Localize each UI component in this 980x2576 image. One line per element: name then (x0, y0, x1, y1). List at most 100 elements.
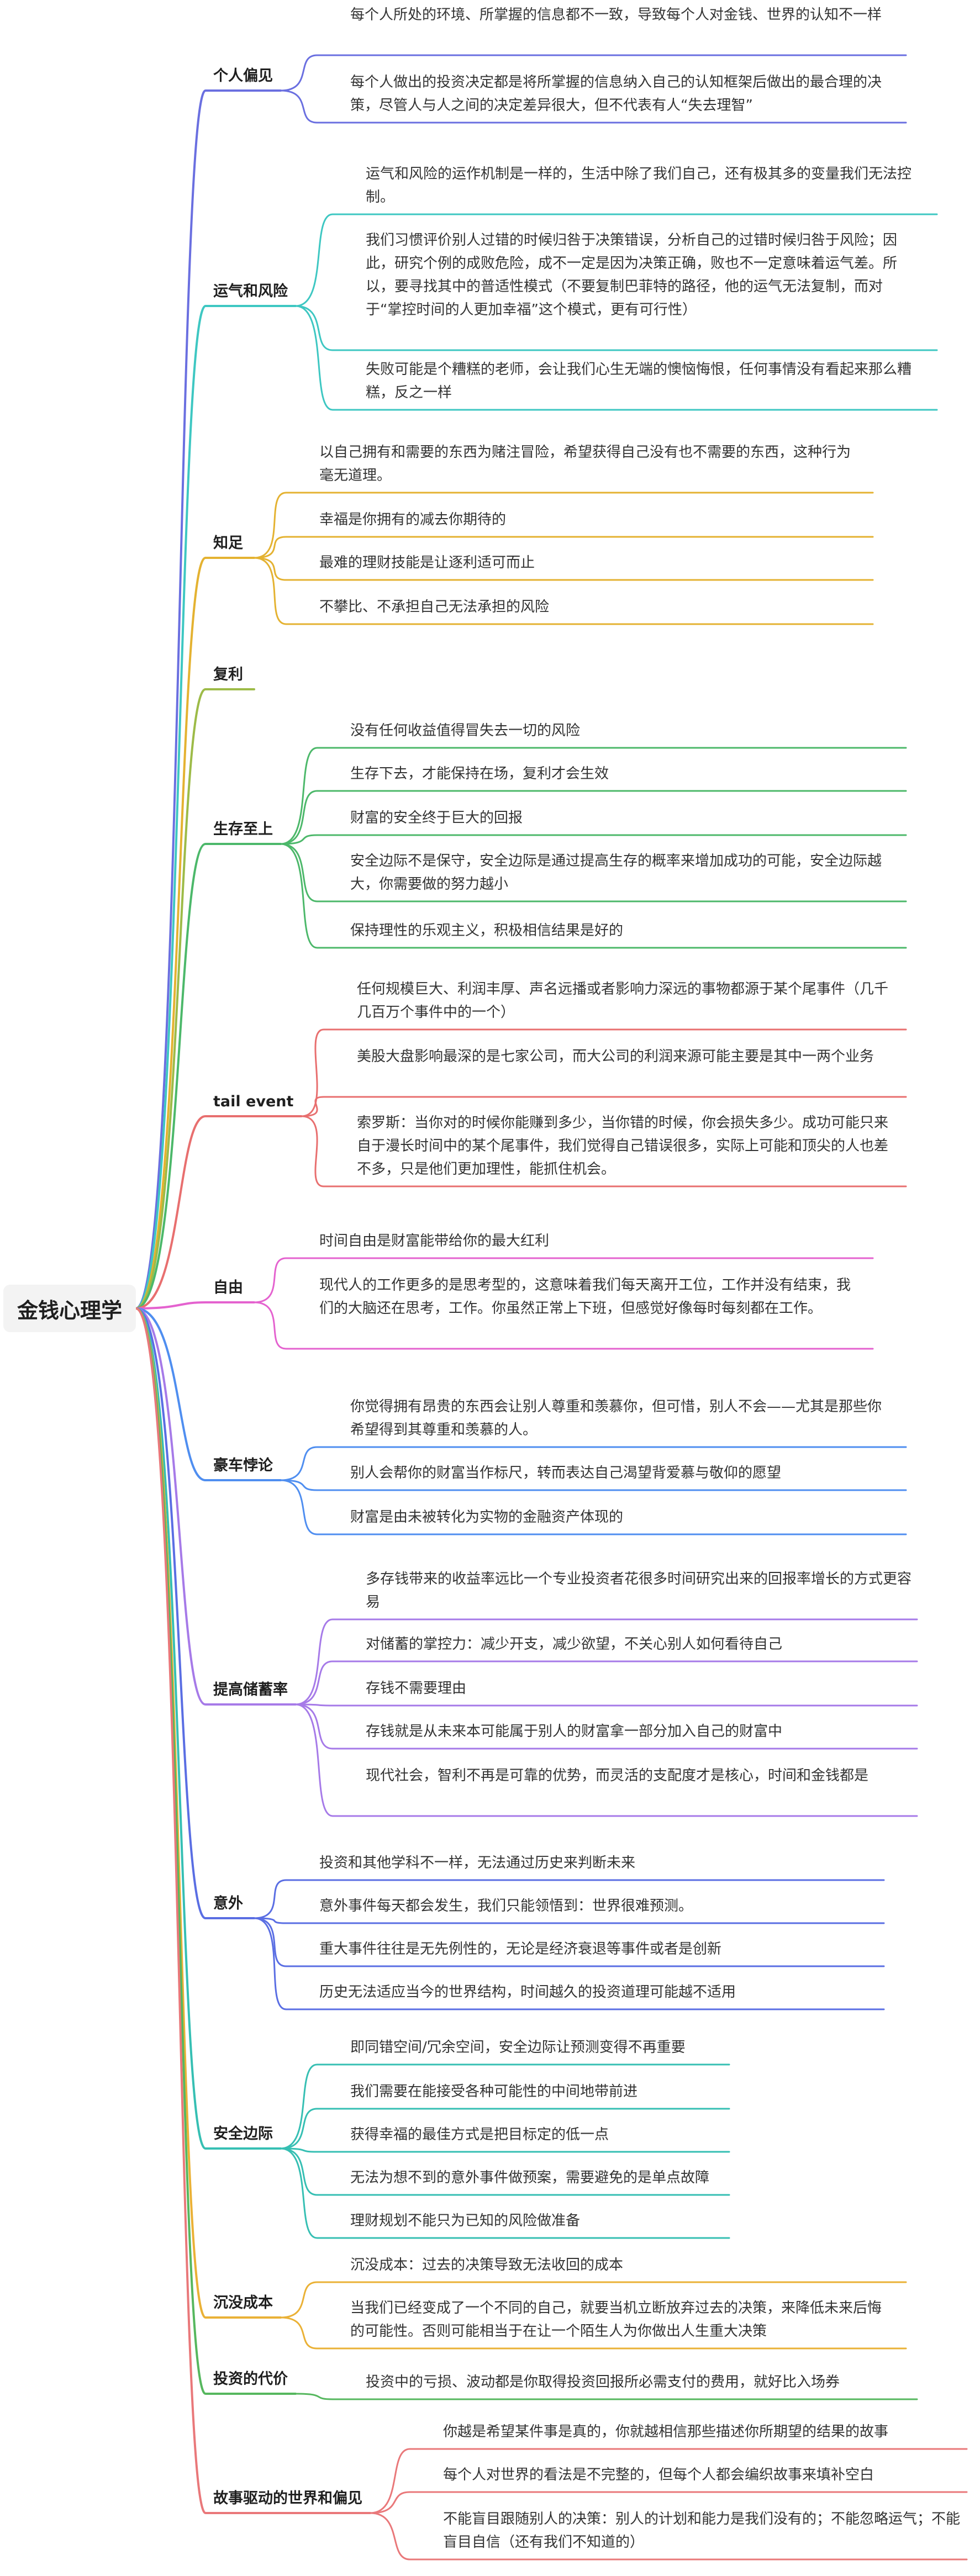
leaf-connector (280, 1446, 907, 1481)
leaf-note[interactable]: 索罗斯：当你对的时候你能赚到多少，当你错的时候，你会损失多少。成功可能只来自于漫… (357, 1115, 889, 1178)
branch-topic[interactable]: 投资的代价 (213, 2371, 288, 2388)
leaf-note[interactable]: 我们需要在能接受各种可能性的中间地带前进 (350, 2083, 638, 2100)
leaf-note[interactable]: 你越是希望某件事是真的，你就越相信那些描述你所期望的结果的故事 (443, 2424, 889, 2440)
leaf-connector (253, 536, 874, 559)
leaf-connector (253, 1917, 885, 2010)
leaf-connector (280, 790, 907, 845)
leaf-note[interactable]: 重大事件往往是无先例性的，无论是经济衰退等事件或者是创新 (319, 1941, 722, 1957)
leaf-note[interactable]: 当我们已经变成了一个不同的自己，就要当机立断放弃过去的决策，来降低未来后悔的可能… (350, 2300, 882, 2340)
leaf-connector (294, 305, 938, 351)
leaf-note[interactable]: 最难的理财技能是让逐利适可而止 (319, 555, 535, 571)
branch-connector (135, 688, 255, 1310)
leaf-connector (300, 1028, 907, 1117)
leaf-note[interactable]: 多存钱带来的收益率远比一个专业投资者花很多时间研究出来的回报率增长的方式更容易 (366, 1571, 912, 1611)
leaf-connector (280, 2063, 730, 2150)
branch-topic[interactable]: 提高储蓄率 (213, 1681, 288, 1698)
branch-topic[interactable]: 运气和风险 (213, 283, 288, 300)
leaf-connector (280, 2108, 730, 2150)
leaf-connector (294, 1703, 918, 1817)
branch-connector (135, 843, 282, 1310)
leaf-connector (280, 2147, 730, 2239)
leaf-note[interactable]: 沉没成本：过去的决策导致无法收回的成本 (350, 2257, 624, 2273)
leaf-connector (253, 557, 874, 625)
branch-connector (135, 1301, 255, 1310)
leaf-note[interactable]: 现代人的工作更多的是思考型的，这意味着我们每天离开工位，工作并没有结束，我们的大… (319, 1277, 851, 1317)
leaf-note[interactable]: 获得幸福的最佳方式是把目标定的低一点 (350, 2126, 609, 2143)
leaf-note[interactable]: 不能盲目跟随别人的决策：别人的计划和能力是我们没有的；不能忽略运气；不能盲目自信… (443, 2511, 961, 2551)
branch-topic[interactable]: 复利 (213, 666, 243, 683)
leaf-note[interactable]: 即同错空间/冗余空间，安全边际让预测变得不再重要 (350, 2039, 686, 2056)
leaf-note[interactable]: 财富的安全终于巨大的回报 (350, 810, 523, 826)
leaf-connector (294, 1703, 918, 1707)
leaf-connector (280, 834, 907, 845)
leaf-note[interactable]: 安全边际不是保守，安全边际是通过提高生存的概率来增加成功的可能，安全边际越大，你… (350, 853, 882, 893)
leaf-note[interactable]: 历史无法适应当今的世界结构，时间越久的投资道理可能越不适用 (319, 1984, 736, 2000)
branch-topic[interactable]: 豪车悖论 (213, 1457, 273, 1474)
branch-connector (135, 1307, 371, 2514)
branch-topic[interactable]: 生存至上 (213, 821, 273, 838)
leaf-note[interactable]: 投资和其他学科不一样，无法通过历史来判断未来 (319, 1855, 636, 1871)
leaf-connector (253, 557, 874, 581)
leaf-connector (300, 1096, 907, 1117)
leaf-note[interactable]: 投资中的亏损、波动都是你取得投资回报所必需支付的费用，就好比入场券 (366, 2374, 840, 2390)
branch-topic[interactable]: 故事驱动的世界和偏见 (213, 2490, 362, 2507)
leaf-connector (294, 1618, 918, 1706)
leaf-note[interactable]: 现代社会，智利不再是可靠的优势，而灵活的支配度才是核心，时间和金钱都是 (366, 1767, 869, 1784)
leaf-note[interactable]: 意外事件每天都会发生，我们只能领悟到：世界很难预测。 (319, 1898, 693, 1914)
leaf-note[interactable]: 不攀比、不承担自己无法承担的风险 (319, 599, 550, 615)
leaf-connector (369, 2448, 968, 2514)
branch-connector (135, 1307, 282, 1481)
leaf-note[interactable]: 存钱就是从未来本可能属于别人的财富拿一部分加入自己的财富中 (366, 1723, 783, 1740)
branch-topic[interactable]: tail event (213, 1093, 294, 1110)
leaf-note[interactable]: 幸福是你拥有的减去你期待的 (319, 511, 507, 528)
leaf-connector (280, 843, 907, 902)
leaf-note[interactable]: 运气和风险的运作机制是一样的，生活中除了我们自己，还有极其多的变量我们无法控制。 (366, 166, 912, 205)
leaf-note[interactable]: 对储蓄的掌控力：减少开支，减少欲望，不关心别人如何看待自己 (366, 1636, 783, 1653)
leaf-note[interactable]: 以自己拥有和需要的东西为赌注冒险，希望获得自己没有也不需要的东西，这种行为毫无道… (319, 444, 851, 484)
leaf-note[interactable]: 我们习惯评价别人过错的时候归咎于决策错误，分析自己的过错时候归咎于风险；因此，研… (366, 232, 898, 318)
leaf-connector (253, 1301, 874, 1350)
branch-connector (135, 1115, 303, 1310)
leaf-note[interactable]: 失败可能是个糟糕的老师，会让我们心生无端的懊恼悔恨，任何事情没有看起来那么糟糕，… (366, 361, 912, 401)
leaf-note[interactable]: 生存下去，才能保持在场，复利才会生效 (350, 766, 609, 782)
leaf-note[interactable]: 财富是由未被转化为实物的金融资产体现的 (350, 1509, 624, 1525)
branch-connector (135, 557, 255, 1310)
leaf-note[interactable]: 每个人对世界的看法是不完整的，但每个人都会编织故事来填补空白 (443, 2467, 874, 2483)
branch-connector (135, 89, 282, 1310)
leaf-connector (294, 213, 938, 307)
leaf-note[interactable]: 你觉得拥有昂贵的东西会让别人尊重和羡慕你，但可惜，别人不会——尤其是那些你希望得… (350, 1398, 882, 1438)
leaf-connector (280, 2147, 730, 2153)
branch-topic[interactable]: 知足 (213, 535, 243, 552)
leaf-note[interactable]: 保持理性的乐观主义，积极相信结果是好的 (350, 922, 624, 939)
leaf-connector (280, 747, 907, 845)
leaf-note[interactable]: 时间自由是财富能带给你的最大红利 (319, 1233, 550, 1249)
leaf-connector (280, 1479, 907, 1535)
leaf-note[interactable]: 别人会帮你的财富当作标尺，转而表达自己渴望背爱慕与敬仰的愿望 (350, 1465, 782, 1481)
leaf-note[interactable]: 美股大盘影响最深的是七家公司，而大公司的利润来源可能主要是其中一两个业务 (357, 1048, 874, 1065)
root-topic[interactable]: 金钱心理学 (3, 1285, 136, 1332)
leaf-connector (369, 2491, 968, 2514)
leaf-connector (280, 54, 907, 92)
leaf-note[interactable]: 存钱不需要理由 (366, 1680, 467, 1697)
branch-topic[interactable]: 自由 (213, 1279, 243, 1296)
leaf-connector (294, 305, 938, 411)
branch-topic[interactable]: 意外 (213, 1895, 243, 1912)
leaf-note[interactable]: 理财规划不能只为已知的风险做准备 (350, 2213, 581, 2229)
branch-topic[interactable]: 安全边际 (213, 2125, 273, 2142)
leaf-note[interactable]: 每个人所处的环境、所掌握的信息都不一致，导致每个人对金钱、世界的认知不一样 (350, 7, 882, 23)
leaf-connector (280, 2316, 907, 2350)
branch-connector (135, 1307, 282, 2150)
leaf-note[interactable]: 没有任何收益值得冒失去一切的风险 (350, 722, 581, 739)
branch-connector (135, 1307, 255, 1919)
branch-topic[interactable]: 个人偏见 (213, 67, 273, 85)
leaf-note[interactable]: 任何规模巨大、利润丰厚、声名远播或者影响力深远的事物都源于某个尾事件（几千几百万… (357, 981, 889, 1021)
branch-connector (135, 305, 297, 1310)
branch-topic[interactable]: 沉没成本 (213, 2294, 273, 2311)
leaf-note[interactable]: 无法为想不到的意外事件做预案，需要避免的是单点故障 (350, 2169, 710, 2186)
leaf-connector (253, 1879, 885, 1919)
leaf-connector (294, 1703, 918, 1750)
leaf-connector (253, 1257, 874, 1303)
leaf-note[interactable]: 每个人做出的投资决定都是将所掌握的信息纳入自己的认知框架后做出的最合理的决策，尽… (350, 74, 882, 114)
leaf-connector (253, 1917, 885, 1967)
